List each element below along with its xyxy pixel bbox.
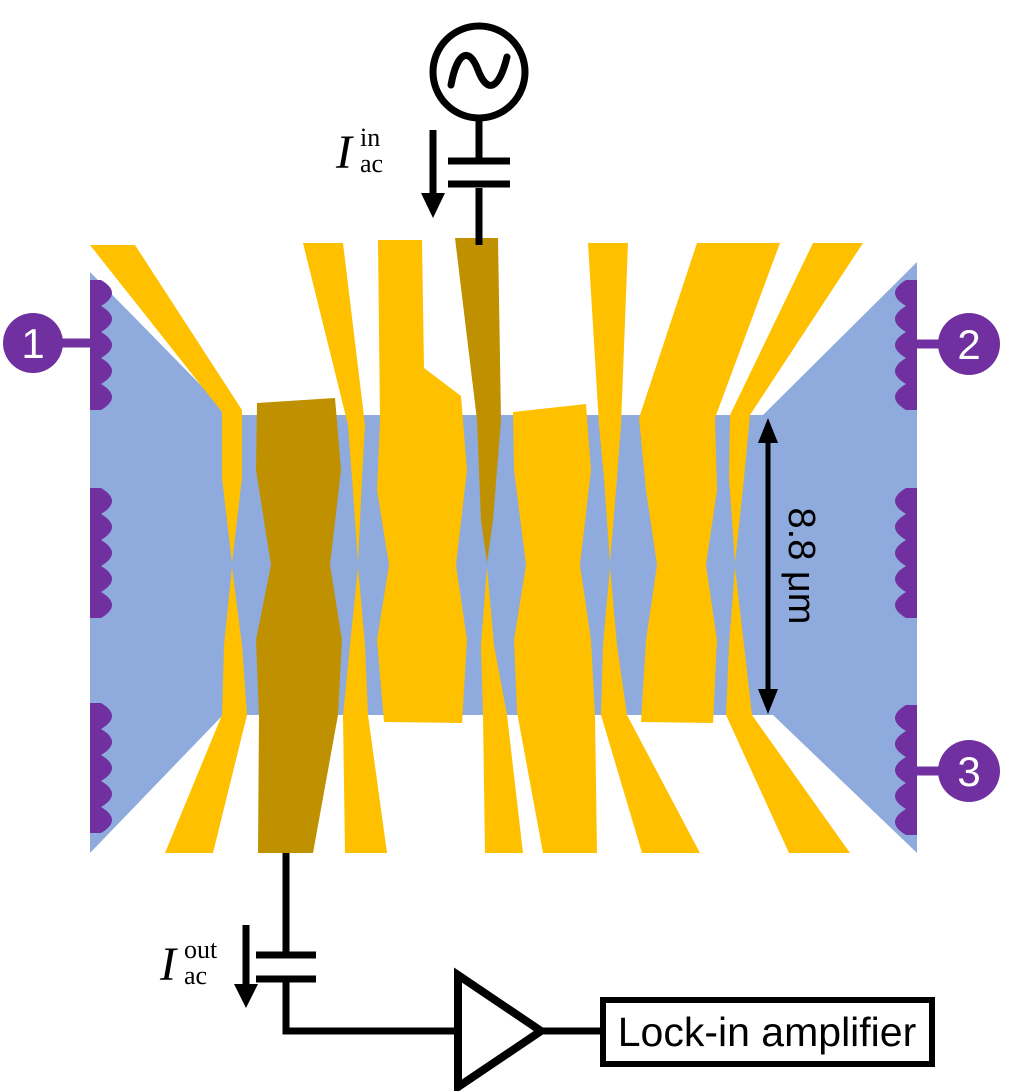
output-gate-electrode: [256, 398, 342, 853]
output-current-subscript: ac: [184, 961, 207, 990]
bottom-gate-finger-1: [165, 567, 247, 853]
contact-1-label: 1: [21, 320, 44, 367]
ohmic-contact-right-bottom-icon: [895, 705, 917, 835]
top-gate-finger-5: [729, 243, 863, 563]
contact-leads: 1 2 3: [3, 313, 1000, 802]
input-gate-electrode: [455, 238, 501, 563]
lockin-label: Lock-in amplifier: [618, 1009, 917, 1055]
input-current-symbol: I: [335, 126, 354, 179]
scale-annotation: 8.8 μm: [758, 418, 822, 714]
input-current-arrow-head-icon: [421, 193, 445, 218]
bottom-gate-finger-2: [343, 567, 387, 853]
contact-2-label: 2: [957, 321, 980, 368]
scale-arrow-head-top-icon: [758, 418, 778, 443]
output-current-arrow-head-icon: [234, 984, 258, 1008]
ohmic-contact-left-top-icon: [90, 280, 112, 410]
contact-1-badge: [3, 313, 63, 373]
wide-gate-electrode-1: [377, 240, 467, 723]
wide-gate-electrode-3: [639, 243, 780, 723]
top-gate-finger-1: [90, 245, 242, 563]
input-current-subscript: ac: [360, 149, 383, 178]
wide-gate-electrode-2: [513, 404, 597, 853]
scale-arrow-head-bottom-icon: [758, 689, 778, 714]
contact-3-badge: [938, 740, 1000, 802]
top-gate-finger-2: [303, 243, 365, 563]
signal-electrodes: [256, 238, 501, 853]
bottom-gate-finger-3: [481, 567, 523, 853]
gold-gate-electrodes: [90, 240, 863, 853]
wire-capacitor-to-amplifier: [282, 981, 458, 1035]
scale-label: 8.8 μm: [780, 508, 822, 625]
top-gate-finger-4: [588, 243, 628, 563]
output-current-superscript: out: [184, 935, 218, 964]
output-current-label: I out ac: [159, 935, 218, 991]
contact-3-label: 3: [957, 748, 980, 795]
output-circuit: [234, 853, 935, 1091]
sine-wave-icon: [447, 52, 511, 89]
input-current-superscript: in: [360, 123, 380, 152]
bottom-gate-finger-5: [726, 567, 850, 853]
input-circuit: [421, 22, 529, 245]
contact-2-badge: [938, 313, 1000, 375]
output-current-symbol: I: [159, 938, 178, 991]
bottom-gate-finger-4: [601, 567, 700, 853]
input-current-label: I in ac: [335, 123, 383, 179]
ohmic-contact-left-middle-icon: [90, 488, 112, 618]
ohmic-contact-right-top-icon: [895, 280, 917, 410]
amplifier-icon: [454, 967, 549, 1091]
lockin-box: [600, 997, 935, 1067]
ohmic-contact-right-middle-icon: [895, 488, 917, 618]
ohmic-contact-left-bottom-icon: [90, 703, 112, 833]
ohmic-contacts: [90, 280, 917, 835]
